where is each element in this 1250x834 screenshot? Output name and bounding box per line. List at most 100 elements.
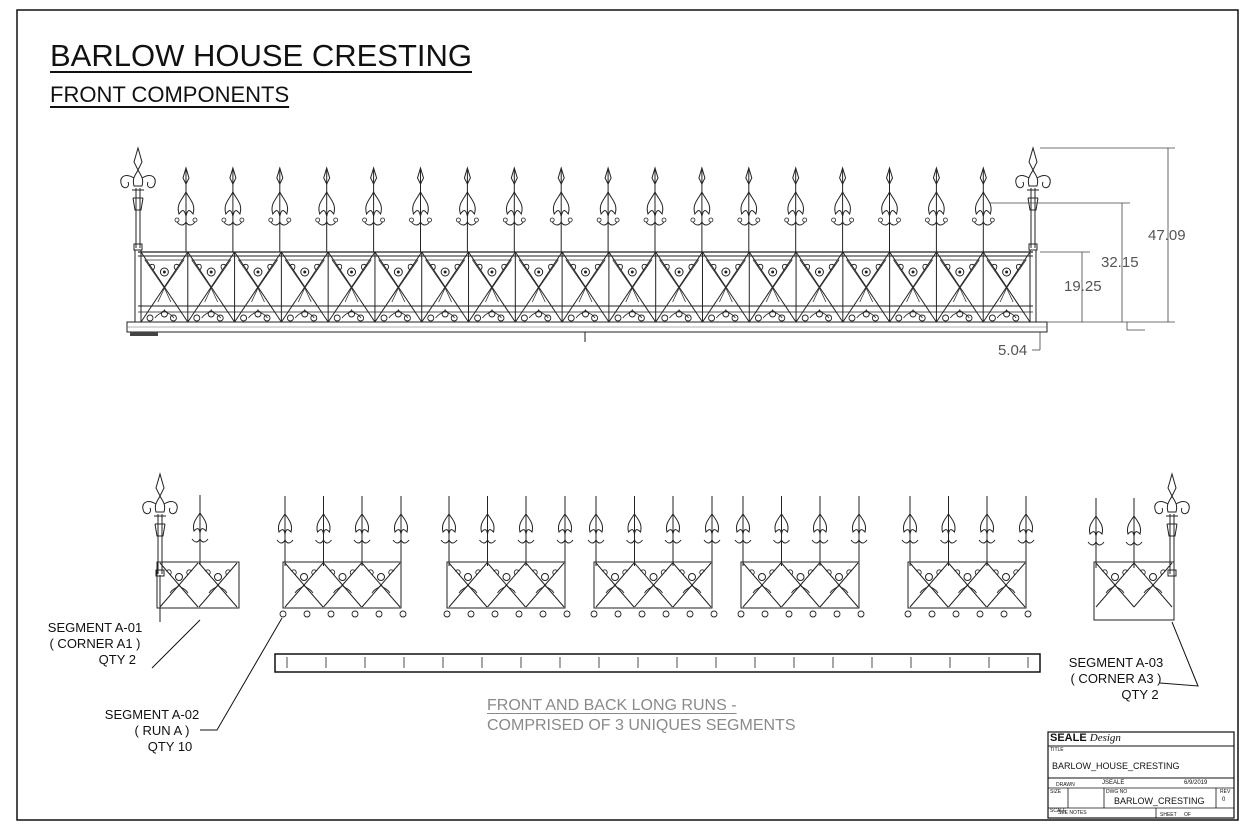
scroll-ornament — [928, 610, 936, 618]
scroll-ornament — [310, 314, 318, 322]
segment-a02-drawing — [734, 495, 868, 618]
scroll-ornament — [638, 610, 646, 618]
scroll-ornament — [403, 314, 411, 322]
segment-spike — [517, 495, 535, 567]
dimension-overall-height: 47.09 — [1148, 227, 1186, 244]
scroll-ornament — [708, 314, 716, 322]
dwg-label: DWG NO — [1106, 789, 1128, 795]
drawing-title: BARLOW_HOUSE_CRESTING — [1052, 761, 1180, 771]
segment-spike — [626, 495, 643, 567]
scroll-ornament — [491, 610, 499, 618]
scroll-ornament — [988, 314, 996, 322]
cresting-panel — [889, 251, 937, 323]
run-segments — [276, 495, 1035, 618]
segment-a01-drawing — [142, 473, 240, 622]
scroll-ornament — [761, 610, 769, 618]
scroll-ornament — [833, 610, 841, 618]
scroll-ornament — [857, 610, 865, 618]
dimension-panel-height: 19.25 — [1064, 278, 1102, 295]
scroll-ornament — [169, 314, 177, 322]
scroll-ornament — [614, 314, 622, 322]
drawing-date: 6/9/2019 — [1184, 780, 1208, 786]
cresting-panel — [514, 251, 563, 323]
segment-a03-qty: QTY 2 — [1121, 687, 1159, 702]
segment-panel — [742, 562, 782, 608]
scroll-ornament — [563, 610, 571, 618]
cresting-spike — [924, 167, 948, 253]
cresting-panel — [795, 251, 844, 323]
cresting-spike — [502, 167, 526, 253]
segment-panel — [672, 562, 712, 608]
long-runs-note-line2: COMPRISED OF 3 UNIQUES SEGMENTS — [487, 717, 796, 734]
scroll-ornament — [497, 314, 505, 322]
segment-panel — [948, 562, 987, 608]
segment-panel — [361, 562, 401, 608]
scroll-ornament — [1000, 610, 1008, 618]
scroll-ornament — [146, 314, 154, 322]
segment-a01-type: ( CORNER A1 ) — [49, 636, 141, 651]
cresting-spike — [174, 167, 198, 253]
scroll-ornament — [351, 610, 359, 618]
segment-panel — [487, 562, 526, 608]
cresting-panel — [280, 251, 329, 323]
segment-spike — [901, 495, 919, 567]
cresting-spike — [221, 167, 245, 253]
scroll-ornament — [427, 314, 435, 322]
rev-number: 0 — [1222, 797, 1226, 803]
scroll-ornament — [240, 314, 248, 322]
dimension-base-height: 5.04 — [998, 342, 1028, 359]
segment-a03-type: ( CORNER A3 ) — [1070, 671, 1162, 686]
cresting-spike — [455, 167, 479, 253]
scroll-ornament — [731, 314, 739, 322]
scroll-ornament — [737, 610, 745, 618]
cresting-panel — [468, 251, 516, 323]
segment-a01-name: SEGMENT A-01 — [47, 620, 143, 635]
cresting-panel — [655, 251, 703, 323]
cresting-panel — [982, 251, 1031, 323]
main-elevation — [120, 147, 1051, 342]
segment-spike — [392, 495, 410, 567]
cresting-panel — [140, 251, 189, 323]
dwg-number: BARLOW_CRESTING — [1114, 796, 1205, 806]
segment-a02-drawing — [276, 495, 410, 618]
segment-spike — [276, 495, 294, 567]
page-title: BARLOW HOUSE CRESTING — [50, 38, 472, 73]
segment-a02-drawing — [440, 495, 574, 618]
drawn-by: JSEALE — [1102, 780, 1125, 786]
scroll-ornament — [918, 314, 926, 322]
segment-a03-name: SEGMENT A-03 — [1068, 655, 1164, 670]
scroll-ornament — [279, 610, 287, 618]
scroll-ornament — [661, 314, 669, 322]
segment-a02-drawing — [901, 495, 1035, 618]
segment-panel — [284, 562, 324, 608]
scroll-ornament — [467, 610, 475, 618]
segment-panel — [986, 562, 1026, 608]
cresting-panel — [608, 251, 657, 323]
segment-spike — [315, 495, 332, 567]
cresting-spike — [690, 167, 714, 253]
scroll-ornament — [375, 610, 383, 618]
scroll-ornament — [263, 314, 271, 322]
segment-spike — [734, 495, 752, 567]
scroll-ornament — [591, 314, 599, 322]
segment-a02-label: SEGMENT A-02 ( RUN A ) QTY 10 — [100, 707, 204, 755]
scroll-ornament — [567, 314, 575, 322]
scroll-ornament — [801, 314, 809, 322]
scroll-ornament — [443, 610, 451, 618]
scale-label: SCALE — [1050, 808, 1067, 814]
cresting-spike — [268, 167, 292, 253]
scroll-ornament — [637, 314, 645, 322]
segment-panel — [595, 562, 635, 608]
segment-spike — [587, 495, 605, 567]
long-runs-note-line1: FRONT AND BACK LONG RUNS - — [487, 697, 737, 714]
cresting-panel — [561, 251, 610, 323]
scroll-ornament — [614, 610, 622, 618]
segment-spike — [773, 495, 790, 567]
title-label: TITLE — [1050, 747, 1064, 753]
cresting-spike — [737, 167, 761, 253]
scroll-ornament — [710, 610, 718, 618]
scroll-ornament — [399, 610, 407, 618]
segment-panel — [819, 562, 859, 608]
segment-spike — [479, 495, 496, 567]
